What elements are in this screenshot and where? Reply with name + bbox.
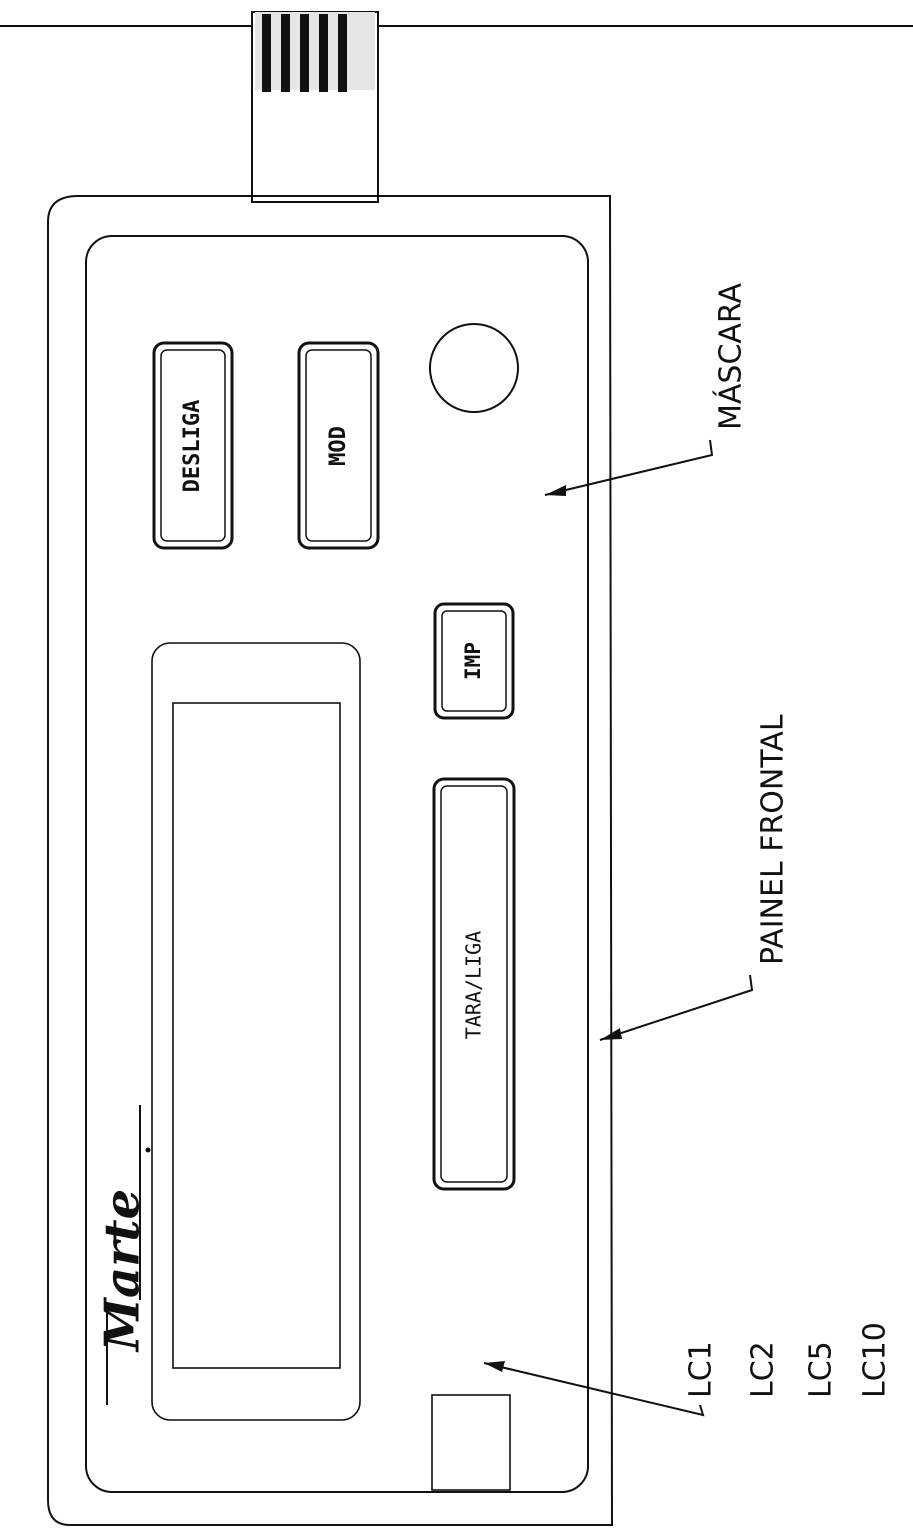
- mascara-label: MÁSCARA: [713, 282, 749, 430]
- mascara-leader: [544, 439, 714, 496]
- model-lc5-label: LC5: [804, 1341, 839, 1398]
- indicator-circle: [429, 323, 519, 413]
- mod-button[interactable]: MOD: [297, 341, 380, 550]
- model-lc1-label: LC1: [684, 1341, 719, 1398]
- brand-logo-text: Marte: [95, 1189, 151, 1353]
- desliga-button[interactable]: DESLIGA: [152, 341, 234, 550]
- models-leader: [483, 1361, 705, 1417]
- display-window: [172, 702, 341, 1369]
- mask-panel: [85, 235, 589, 1493]
- mod-button-label: MOD: [326, 426, 351, 466]
- imp-button[interactable]: IMP: [433, 602, 515, 720]
- display-outer-frame: [151, 642, 361, 1421]
- painel-frontal-label: PAINEL FRONTAL: [756, 714, 791, 965]
- painel-frontal-leader: [599, 974, 754, 1041]
- tara-liga-button-label: TARA/LIGA: [462, 931, 486, 1039]
- brand-logo: Marte: [95, 1105, 151, 1405]
- outer-panel: [47, 195, 614, 1526]
- imp-button-label: IMP: [461, 642, 485, 680]
- model-lc10-label: LC10: [858, 1322, 893, 1398]
- flex-cable: [251, 11, 379, 203]
- tara-liga-button[interactable]: TARA/LIGA: [432, 777, 516, 1191]
- desliga-button-label: DESLIGA: [180, 400, 205, 493]
- model-lc2-label: LC2: [746, 1341, 781, 1398]
- model-label-window: [431, 1394, 511, 1491]
